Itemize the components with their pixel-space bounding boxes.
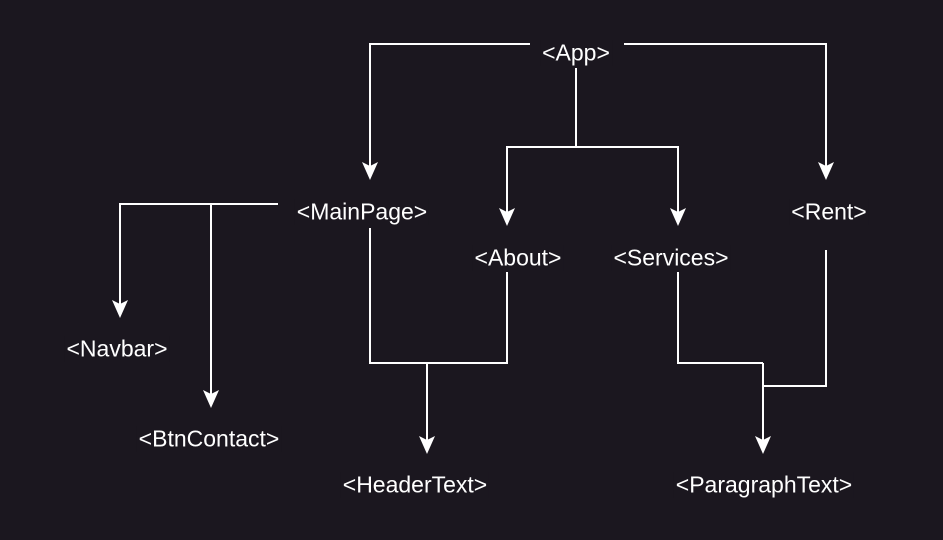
node-about: <About> — [472, 244, 564, 272]
node-app: <App> — [540, 39, 612, 67]
arrowhead-paragraphtext — [755, 436, 771, 454]
node-paragraphtext: <ParagraphText> — [673, 471, 855, 499]
edge-about-headertext — [427, 272, 508, 364]
arrowhead-about — [499, 208, 515, 226]
edge-mainpage-headertext — [369, 228, 427, 364]
node-btncontact: <BtnContact> — [136, 425, 282, 453]
node-mainpage: <MainPage> — [294, 198, 430, 226]
arrowhead-btncontact — [203, 390, 219, 408]
edge-split-services — [576, 146, 679, 214]
edge-app-rent — [624, 43, 827, 170]
node-navbar: <Navbar> — [64, 335, 170, 363]
edge-mainpage-navbar — [119, 203, 278, 307]
node-headertext: <HeaderText> — [340, 471, 490, 499]
edge-rent-paragraphtext — [763, 250, 827, 387]
edge-app-mainpage — [369, 43, 530, 168]
edge-services-paragraphtext — [677, 272, 763, 364]
arrowhead-mainpage — [362, 162, 378, 180]
arrowhead-navbar — [112, 300, 128, 318]
edge-split-about — [506, 146, 576, 214]
arrowhead-rent — [818, 162, 834, 180]
node-services: <Services> — [611, 244, 731, 272]
arrowhead-headertext — [419, 436, 435, 454]
arrowhead-services — [670, 208, 686, 226]
node-rent: <Rent> — [789, 198, 869, 226]
